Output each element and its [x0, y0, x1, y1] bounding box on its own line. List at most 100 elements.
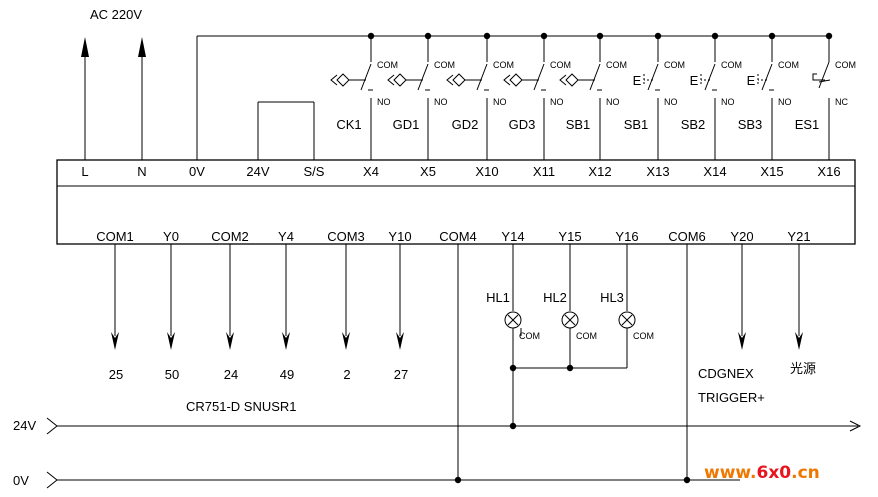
rail-node-com4: [454, 476, 462, 484]
output-dest-y10: 27: [394, 367, 408, 382]
sensor-head-x5: [387, 74, 395, 86]
button-letter-x14: E: [690, 73, 699, 88]
no-blade-x15: [761, 63, 773, 91]
rail-node-com6: [683, 476, 691, 484]
output-arrow-y0: [167, 332, 175, 350]
output-arrow-y21: [795, 332, 803, 350]
sensor-symbol-x10: [452, 73, 466, 87]
no-blade-x12: [589, 63, 601, 91]
input-terminal-0v: 0V: [189, 164, 205, 179]
lamp-label-hl2: HL2: [543, 290, 567, 305]
input-terminal-x4: X4: [363, 164, 379, 179]
com-label-x4: COM: [377, 60, 398, 70]
input-terminal-x11: X11: [533, 164, 555, 179]
contact-label-x15: NO: [778, 97, 792, 107]
watermark-part-1: 6x0: [757, 463, 792, 483]
output-terminal-com3: COM3: [327, 229, 365, 244]
device-label-x11: GD3: [509, 117, 536, 132]
device-name-label: CR751-D SNUSR1: [186, 399, 297, 414]
lamp-com-label-hl1: COM: [519, 331, 540, 341]
contact-label-x11: NO: [550, 97, 564, 107]
nc-hook-x16: [818, 79, 831, 83]
device-label-x13: SB1: [624, 117, 649, 132]
sensor-symbol-x12: [565, 73, 579, 87]
device-label-x4: CK1: [336, 117, 361, 132]
output-terminal-y15: Y15: [558, 229, 581, 244]
sensor-symbol-x5: [393, 73, 407, 87]
input-terminal-x15: X15: [760, 164, 783, 179]
no-blade-x4: [360, 63, 372, 91]
sensor-symbol-x11: [509, 73, 523, 87]
com-label-x11: COM: [550, 60, 571, 70]
no-blade-x13: [647, 63, 659, 91]
sensor-head-x10: [446, 74, 454, 86]
com-label-x12: COM: [606, 60, 627, 70]
com-label-x13: COM: [664, 60, 685, 70]
contact-label-x16: NC: [835, 97, 848, 107]
rail-start-0v: [46, 471, 58, 489]
output-terminal-y10: Y10: [388, 229, 411, 244]
input-terminal-x16: X16: [817, 164, 840, 179]
lamp-cross-b-hl3: [621, 314, 633, 326]
contact-label-x12: NO: [606, 97, 620, 107]
output-arrow-com2: [226, 332, 234, 350]
contact-label-x5: NO: [434, 97, 448, 107]
lamp-label-hl1: HL1: [486, 290, 510, 305]
output-terminal-com4: COM4: [439, 229, 477, 244]
rail-node-lamps: [509, 422, 517, 430]
device-label-x10: GD2: [452, 117, 479, 132]
lamp-com-label-hl2: COM: [576, 331, 597, 341]
output-terminal-y0: Y0: [163, 229, 179, 244]
output-dest-y4: 49: [280, 367, 294, 382]
output-arrow-y4: [282, 332, 290, 350]
device-label-x12: SB1: [566, 117, 591, 132]
power-arrow-n: [138, 37, 146, 57]
contact-label-x13: NO: [664, 97, 678, 107]
device-label-x5: GD1: [393, 117, 420, 132]
input-terminal-n: N: [137, 164, 146, 179]
output-terminal-com2: COM2: [211, 229, 249, 244]
estop-actuator-x16: [812, 73, 825, 81]
output-dest-com1: 25: [109, 367, 123, 382]
contact-label-x14: NO: [721, 97, 735, 107]
output-terminal-com1: COM1: [96, 229, 134, 244]
output-terminal-y14: Y14: [501, 229, 524, 244]
button-letter-x13: E: [633, 73, 642, 88]
com-label-x15: COM: [778, 60, 799, 70]
lamp-node-hl1: [509, 364, 517, 372]
camera-label-1: CDGNEX: [698, 366, 754, 381]
no-blade-x11: [533, 63, 545, 91]
input-terminal-x10: X10: [475, 164, 498, 179]
button-letter-x15: E: [747, 73, 756, 88]
output-arrow-com3: [342, 332, 350, 350]
sensor-symbol-x4: [336, 73, 350, 87]
button-actuator-x13: [643, 74, 653, 86]
no-blade-x14: [704, 63, 716, 91]
watermark-part-0: www.: [704, 463, 757, 483]
com-label-x16: COM: [835, 60, 856, 70]
output-arrow-y20: [738, 332, 746, 350]
no-blade-x5: [417, 63, 429, 91]
output-dest-com3: 2: [343, 367, 350, 382]
no-blade-x10: [476, 63, 488, 91]
contact-label-x10: NO: [493, 97, 507, 107]
output-arrow-y10: [396, 332, 404, 350]
nc-blade-x16: [818, 61, 830, 89]
output-dest-com2: 24: [224, 367, 238, 382]
lamp-node-hl2: [566, 364, 574, 372]
camera-label-2: TRIGGER+: [698, 390, 765, 405]
lamp-label-hl3: HL3: [600, 290, 624, 305]
sensor-head-x12: [559, 74, 567, 86]
com-label-x10: COM: [493, 60, 514, 70]
rail-label-0v: 0V: [13, 473, 29, 488]
output-terminal-y20: Y20: [730, 229, 753, 244]
input-terminal-24v: 24V: [246, 164, 269, 179]
lamp-cross-b-hl1: [507, 314, 519, 326]
output-terminal-y21: Y21: [787, 229, 810, 244]
output-dest-y21: 光源: [790, 361, 816, 376]
watermark: www.6x0.cn: [704, 463, 820, 483]
rail-end-24v: [849, 420, 862, 432]
input-terminal-x12: X12: [588, 164, 611, 179]
sensor-head-x4: [330, 74, 338, 86]
